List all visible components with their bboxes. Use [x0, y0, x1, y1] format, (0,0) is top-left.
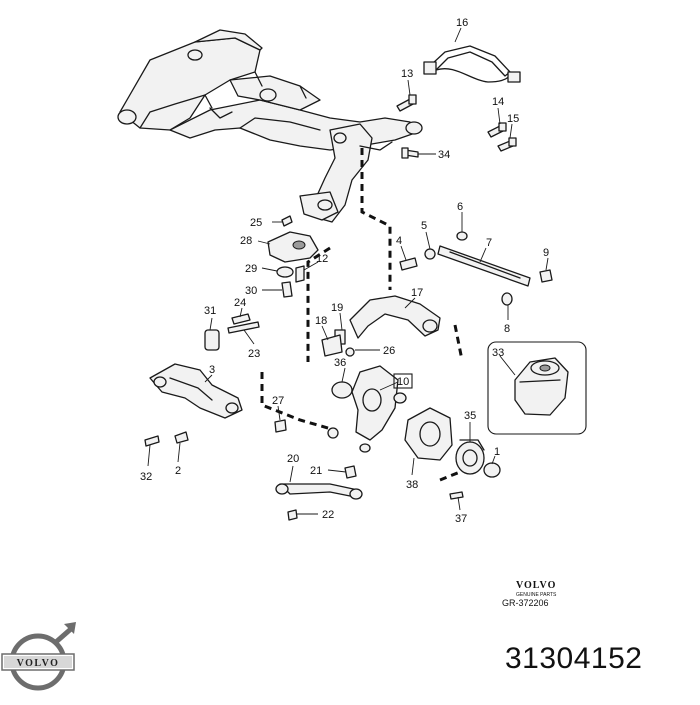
callout-32: 32	[140, 471, 152, 483]
callout-9: 9	[543, 247, 549, 259]
callout-34: 34	[438, 149, 450, 161]
callout-21: 21	[310, 465, 322, 477]
callout-17: 17	[411, 287, 423, 299]
callout-36: 36	[334, 357, 346, 369]
callout-10: 10	[397, 376, 409, 388]
part-20-lower-link	[274, 419, 363, 521]
callout-3: 3	[209, 364, 215, 376]
logo-wordmark: VOLVO	[17, 658, 60, 669]
part-16-sensor-cable	[423, 45, 521, 83]
callout-22: 22	[322, 509, 334, 521]
callout-38: 38	[406, 479, 418, 491]
leader-lines	[147, 27, 549, 515]
part-7-toe-link	[399, 231, 553, 306]
callout-14: 14	[492, 96, 504, 108]
part-3-lower-arm	[144, 313, 260, 447]
callout-12: 12	[316, 253, 328, 265]
callout-35: 35	[464, 410, 476, 422]
callout-15: 15	[507, 113, 519, 125]
callout-26: 26	[383, 345, 395, 357]
callout-27: 27	[272, 395, 284, 407]
callout-20: 20	[287, 453, 299, 465]
callout-28: 28	[240, 235, 252, 247]
callout-23: 23	[248, 348, 260, 360]
callout-29: 29	[245, 263, 257, 275]
part-number: 31304152	[505, 642, 643, 675]
callout-37: 37	[455, 513, 467, 525]
callout-4: 4	[396, 235, 402, 247]
genuine-parts-block: VOLVO GENUINE PARTS GR-372206	[502, 580, 557, 608]
callout-18: 18	[315, 315, 327, 327]
callout-24: 24	[234, 297, 246, 309]
bolts-upper	[396, 94, 517, 159]
callout-30: 30	[245, 285, 257, 297]
connection-dashes	[260, 148, 466, 482]
callout-7: 7	[486, 237, 492, 249]
diagram-reference: GR-372206	[502, 598, 549, 608]
callout-19: 19	[331, 302, 343, 314]
callout-6: 6	[457, 201, 463, 213]
part-33-inset	[487, 341, 587, 435]
callout-33: 33	[492, 347, 504, 359]
callout-5: 5	[421, 220, 427, 232]
rear-subframe	[117, 29, 423, 223]
callout-8: 8	[504, 323, 510, 335]
callout-10-box	[393, 373, 413, 389]
part-38-backing-plate	[404, 407, 453, 461]
part-17-upper-arm	[321, 295, 441, 357]
part-28-mount	[267, 215, 319, 298]
callout-25: 25	[250, 217, 262, 229]
part-10-knuckle	[327, 365, 407, 453]
callout-13: 13	[401, 68, 413, 80]
brand-wordmark: VOLVO	[516, 580, 556, 591]
part-35-hub	[449, 439, 501, 500]
callout-31: 31	[204, 305, 216, 317]
callout-1: 1	[494, 446, 500, 458]
callout-2: 2	[175, 465, 181, 477]
callout-16: 16	[456, 17, 468, 29]
brand-subtitle: GENUINE PARTS	[516, 592, 557, 598]
volvo-logo: VOLVO	[1, 622, 76, 691]
callout-labels: 16 13 14 15 34 25 28 29 30 12 4 5 6 7 9 …	[140, 17, 549, 525]
